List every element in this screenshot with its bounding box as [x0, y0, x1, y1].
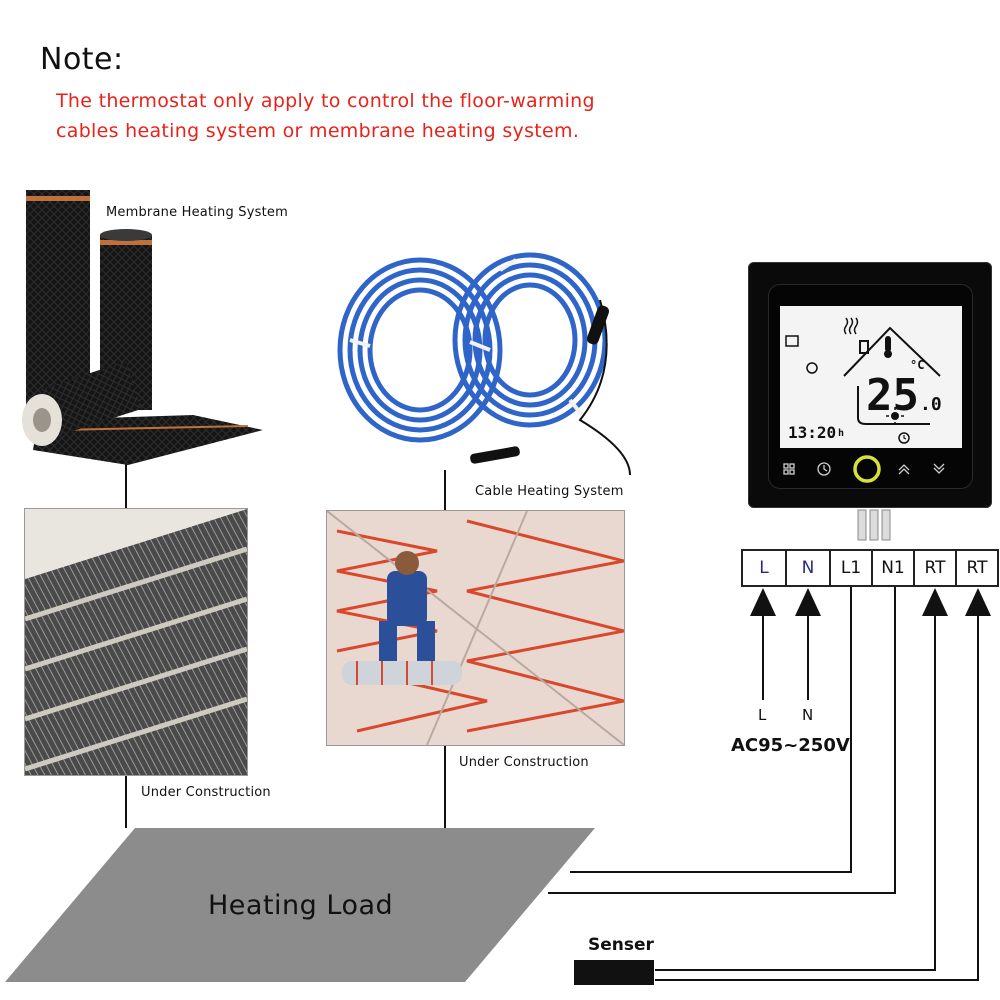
heating-load-label: Heating Load	[208, 890, 394, 921]
cable-construction-photo	[326, 510, 625, 746]
terminal-n1: N1	[871, 549, 915, 587]
terminal-l: L	[741, 549, 787, 587]
cable-construction-caption: Under Construction	[459, 755, 589, 770]
thermostat-lcd: 25 .0 °C 13:20 h	[780, 306, 962, 448]
membrane-rolls-image	[22, 190, 263, 465]
membrane-caption: Membrane Heating System	[106, 205, 288, 220]
terminal-rt-1: RT	[913, 549, 957, 587]
note-line-2: cables heating system or membrane heatin…	[56, 120, 580, 142]
lcd-time: 13:20	[788, 423, 837, 442]
clock-icon	[817, 462, 831, 476]
sensor-label: Senser	[588, 935, 654, 955]
thermostat: 25 .0 °C 13:20 h	[748, 262, 992, 508]
up-icon	[898, 464, 910, 475]
lcd-graphics	[785, 317, 941, 444]
lcd-temperature-decimal: .0	[920, 394, 942, 415]
lcd-temperature: 25	[866, 370, 919, 421]
lcd-unit: °C	[910, 358, 925, 372]
thermostat-buttons	[783, 455, 945, 483]
sensor-probe	[574, 960, 654, 985]
supply-voltage: AC95~250V	[731, 735, 850, 756]
membrane-construction-caption: Under Construction	[141, 785, 271, 800]
cable-coils-image	[337, 252, 631, 476]
down-icon	[933, 463, 945, 474]
note-line-1: The thermostat only apply to control the…	[56, 90, 595, 112]
terminal-rt-2: RT	[955, 549, 999, 587]
menu-icon	[783, 463, 795, 475]
power-icon	[853, 455, 881, 483]
terminal-l1: L1	[829, 549, 873, 587]
heating-load-slab	[5, 828, 595, 982]
supply-letter-n: N	[802, 706, 814, 724]
membrane-construction-photo	[24, 508, 248, 776]
lcd-time-suffix: h	[838, 428, 845, 439]
note-title: Note:	[40, 42, 124, 77]
supply-letter-l: L	[758, 706, 767, 724]
terminal-n: N	[785, 549, 831, 587]
cable-caption: Cable Heating System	[475, 484, 624, 499]
